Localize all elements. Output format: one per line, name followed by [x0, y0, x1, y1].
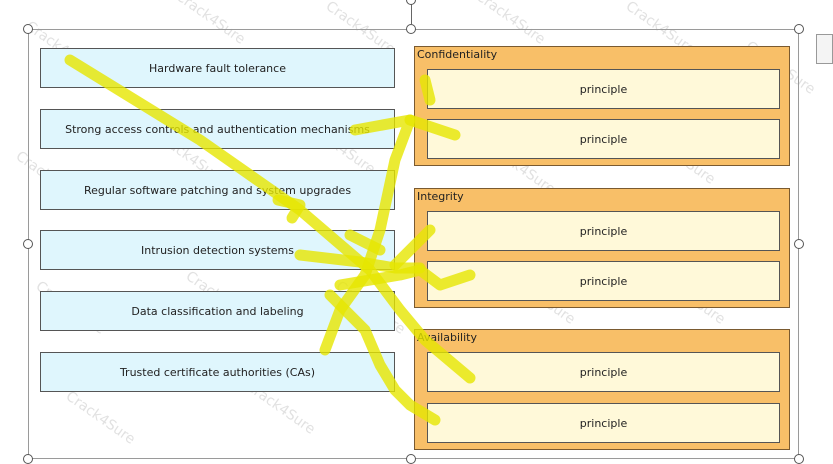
- annotation-arrow: [389, 224, 436, 271]
- group-confidentiality: Confidentiality principle principle: [414, 46, 790, 166]
- group-title: Integrity: [417, 190, 464, 203]
- drag-item-access-controls[interactable]: Strong access controls and authenticatio…: [40, 109, 395, 149]
- drop-slot[interactable]: principle: [427, 119, 780, 159]
- resize-handle-left[interactable]: [23, 239, 33, 249]
- drag-item-trusted-cas[interactable]: Trusted certificate authorities (CAs): [40, 352, 395, 392]
- annotation-arrow: [324, 289, 441, 426]
- annotation-arrow: [319, 114, 416, 356]
- drop-slot[interactable]: principle: [427, 69, 780, 109]
- drop-slot[interactable]: principle: [427, 261, 780, 301]
- annotation-arrow: [272, 194, 306, 224]
- group-integrity: Integrity principle principle: [414, 188, 790, 308]
- annotation-arrow: [64, 54, 476, 384]
- drop-slot[interactable]: principle: [427, 352, 780, 392]
- resize-handle-top-left[interactable]: [23, 24, 33, 34]
- drop-slot[interactable]: principle: [427, 403, 780, 443]
- group-title: Confidentiality: [417, 48, 498, 61]
- annotation-arrow: [344, 229, 386, 256]
- group-availability: Availability principle principle: [414, 329, 790, 450]
- annotation-arrow: [404, 114, 461, 141]
- annotation-arrow: [419, 74, 436, 106]
- resize-handle-top[interactable]: [406, 24, 416, 34]
- resize-handle-right[interactable]: [794, 239, 804, 249]
- resize-handle-top-right[interactable]: [794, 24, 804, 34]
- rotation-line: [411, 0, 412, 24]
- annotation-arrow: [334, 264, 476, 291]
